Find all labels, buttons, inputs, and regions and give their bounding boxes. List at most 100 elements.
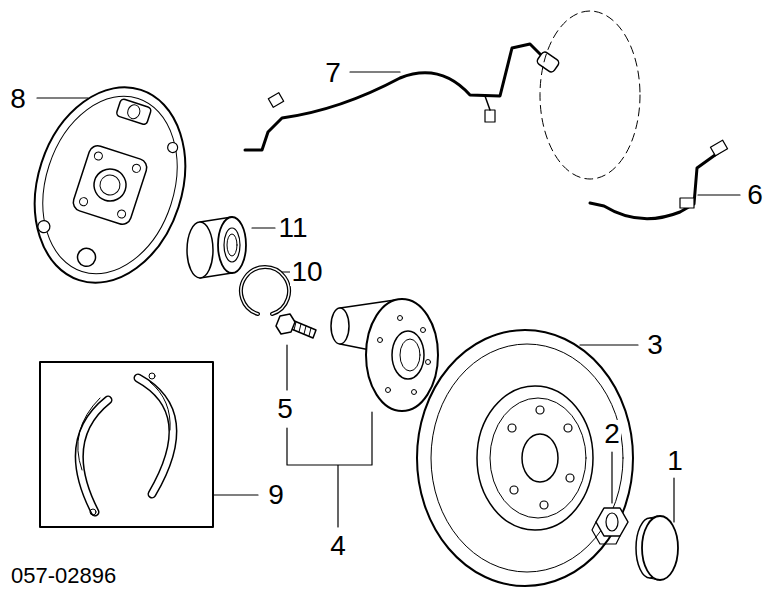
brake-hose (590, 150, 722, 219)
wheel-hub (331, 308, 349, 344)
wheel-hub (398, 316, 403, 321)
wheel-hub (331, 299, 438, 411)
brake-disc (508, 424, 516, 432)
wheel-bearing (187, 217, 246, 278)
backing-plate (117, 209, 127, 219)
backing-plate (36, 219, 51, 234)
backing-plate (93, 151, 103, 161)
sensor-wire (245, 44, 548, 150)
sensor-wire (245, 11, 640, 179)
backing-plate (11, 68, 210, 303)
brake-hose (590, 140, 728, 219)
backing-plate (97, 172, 122, 197)
backing-plate (166, 141, 179, 154)
callout-number: 1 (666, 447, 684, 475)
hub-bolt (276, 314, 295, 334)
backing-plate (90, 165, 130, 205)
brake-shoes (150, 382, 170, 430)
brake-shoes (40, 362, 213, 527)
callout-number: 3 (646, 331, 664, 359)
wheel-bearing (187, 222, 213, 278)
group-bracket (287, 412, 372, 527)
callout-number: 5 (276, 395, 294, 423)
brake-shoes (78, 398, 100, 470)
backing-plate (75, 246, 98, 269)
callout-number: 6 (746, 181, 764, 209)
brake-disc (510, 486, 518, 494)
hub-nut (606, 513, 618, 531)
leader-line (698, 194, 740, 195)
callout-number: 10 (290, 258, 323, 286)
hub-bolt (276, 314, 316, 338)
sensor-wire (536, 51, 560, 74)
sensor-wire (485, 110, 495, 122)
hub-nut (596, 508, 628, 536)
brake-disc (417, 330, 633, 586)
brake-disc (566, 474, 574, 482)
backing-plate (71, 143, 149, 226)
brake-shoes (138, 378, 173, 494)
hub-nut (592, 508, 628, 544)
sensor-wire (540, 11, 640, 179)
brake-shoes (138, 378, 173, 494)
backing-plate (131, 163, 141, 173)
wheel-hub (386, 388, 391, 393)
wheel-hub (400, 339, 420, 371)
brake-shoes (79, 400, 108, 512)
callout-number: 8 (9, 85, 27, 113)
brake-disc (431, 344, 623, 572)
wheel-hub (366, 299, 438, 411)
wheel-bearing (218, 217, 246, 273)
brake-disc (490, 398, 586, 518)
grease-cap (636, 516, 678, 580)
brake-disc (522, 434, 558, 482)
wheel-hub (378, 338, 383, 343)
wheel-hub (412, 390, 417, 395)
brake-disc (564, 424, 572, 432)
brake-hose (680, 198, 694, 208)
wheel-bearing (224, 228, 240, 262)
brake-shoes (79, 400, 108, 512)
callout-number: 7 (324, 59, 342, 87)
callout-number: 2 (603, 420, 621, 448)
callout-number: 11 (277, 214, 308, 242)
leader-line (213, 494, 258, 495)
backing-plate (126, 103, 142, 120)
grease-cap (642, 516, 678, 580)
backing-plate (116, 98, 152, 125)
callout-number: 4 (329, 532, 347, 560)
wheel-hub (421, 328, 426, 333)
brake-disc (540, 501, 548, 509)
snap-ring (241, 267, 289, 314)
leader-line (252, 227, 275, 228)
wheel-bearing (227, 234, 237, 256)
brake-hose (710, 140, 727, 156)
leader-line (286, 345, 287, 390)
brake-disc (417, 330, 633, 586)
backing-plate (21, 79, 199, 292)
brake-shoes (90, 509, 96, 515)
sensor-wire (268, 93, 283, 108)
leader-line (37, 97, 88, 98)
figure-code: 057-02896 (10, 565, 117, 587)
leader-line (350, 71, 400, 72)
hub-bolt (294, 322, 311, 336)
backing-plate (79, 197, 89, 207)
wheel-hub (426, 360, 431, 365)
sensor-wire (485, 96, 490, 110)
hub-nut (592, 522, 620, 544)
leader-line (580, 344, 638, 345)
brake-disc (477, 386, 593, 530)
callout-number: 9 (267, 481, 285, 509)
backing-plate (11, 68, 210, 303)
snap-ring (241, 267, 289, 314)
brake-disc (536, 406, 544, 414)
leader-line (611, 452, 612, 503)
brake-shoes (149, 373, 155, 379)
leader-line (673, 478, 674, 522)
wheel-hub (392, 331, 424, 379)
brake-shoes (40, 362, 213, 527)
snap-ring (241, 267, 289, 314)
